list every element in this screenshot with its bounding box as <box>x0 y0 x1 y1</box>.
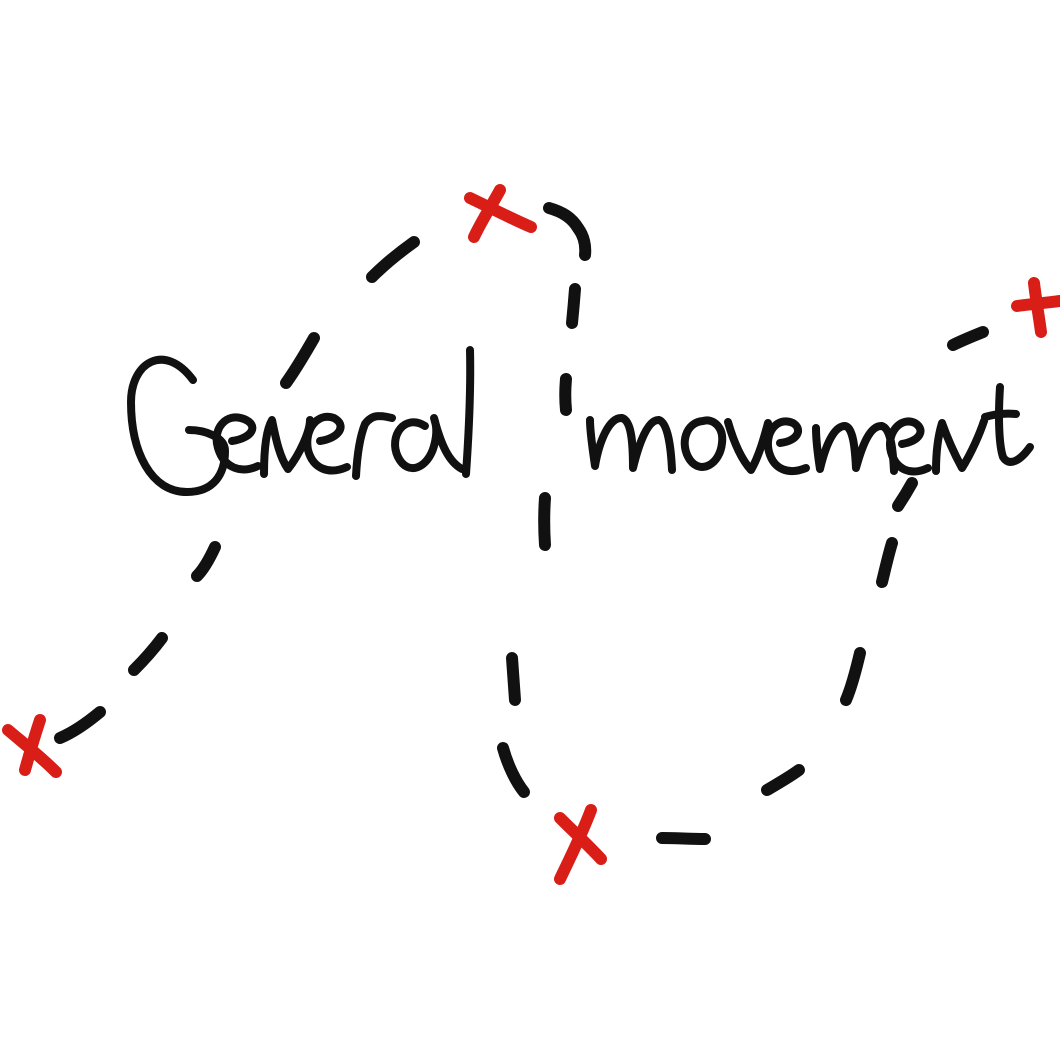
path-dash <box>366 236 420 283</box>
dashed-path <box>54 202 989 845</box>
path-dash <box>566 283 581 329</box>
marker-stroke <box>468 184 506 243</box>
path-dash <box>506 652 521 706</box>
cross-marker-icon <box>464 184 537 243</box>
letter-e <box>885 417 932 476</box>
handwritten-title <box>127 346 1034 496</box>
cross-marker-icon <box>554 804 607 885</box>
marker-stroke <box>1028 277 1047 338</box>
path-dash <box>280 332 320 389</box>
handwritten-word-movement <box>561 376 1034 476</box>
letter-m <box>812 422 898 475</box>
path-dash <box>572 222 592 261</box>
path-dash <box>54 706 106 744</box>
path-dash <box>761 764 805 796</box>
path-dash <box>876 537 898 588</box>
marker-stroke <box>19 714 46 776</box>
letter-t <box>995 383 1034 466</box>
letter-v <box>724 418 772 474</box>
letter-r <box>352 412 396 480</box>
letter-m <box>586 414 676 474</box>
apostrophe-mark <box>561 376 570 414</box>
letter-e <box>763 417 810 475</box>
letter-a <box>391 414 466 473</box>
marker-stroke <box>554 804 597 885</box>
path-dash <box>892 477 918 512</box>
letter-n <box>260 416 314 478</box>
path-dash <box>840 647 866 706</box>
cross-marker-icon <box>1011 277 1060 338</box>
letter-e <box>303 412 351 475</box>
cross-marker-icon <box>2 714 62 778</box>
path-dash <box>947 326 989 351</box>
letter-o <box>680 416 727 471</box>
path-dash <box>656 832 711 845</box>
letter-g <box>127 355 229 496</box>
path-dash <box>128 632 168 676</box>
letter-t-crossbar <box>981 409 1020 421</box>
handwritten-word-general <box>127 346 475 496</box>
path-dash <box>538 492 551 551</box>
marker-stroke <box>464 192 537 233</box>
letter-l <box>462 346 475 478</box>
letter-e <box>212 413 262 474</box>
destination-markers <box>2 184 1060 885</box>
path-dash <box>191 541 221 582</box>
letter-n <box>932 417 988 475</box>
path-dash <box>497 742 530 798</box>
